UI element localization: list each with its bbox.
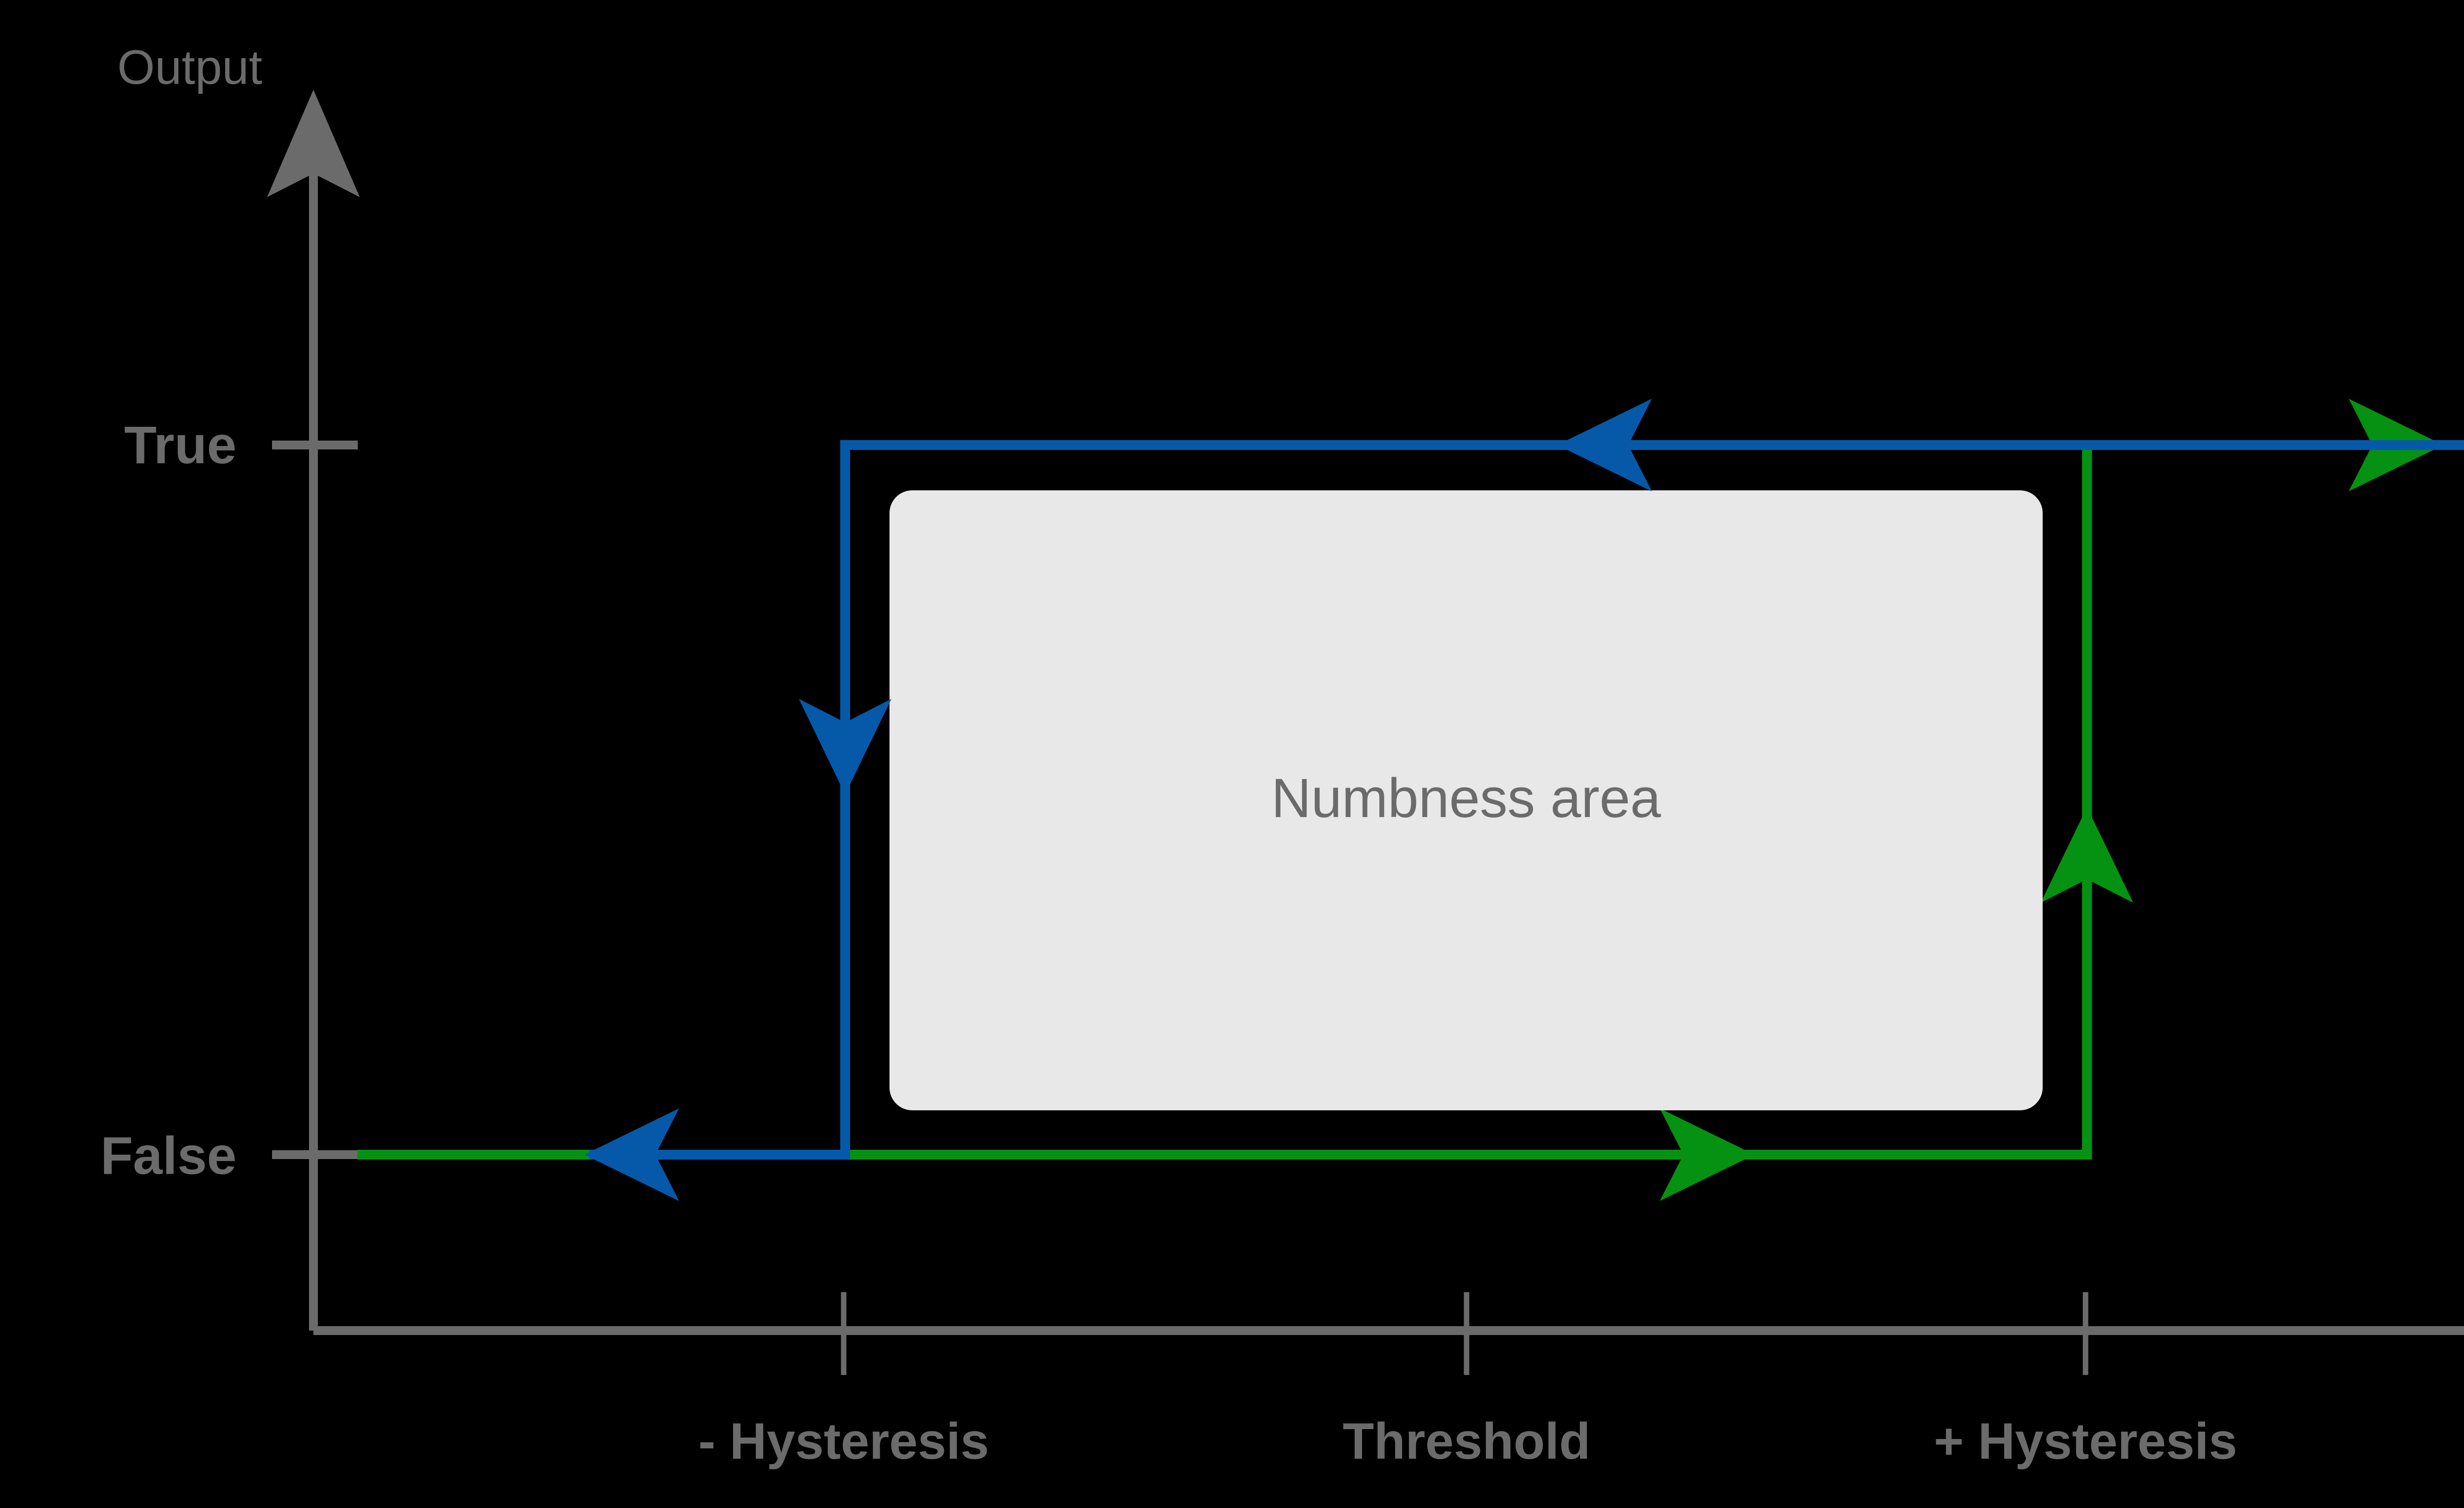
y-tick-label-false: False (101, 1126, 237, 1185)
y-axis-label: Output (117, 40, 262, 94)
falling-arrow-down-icon (799, 699, 891, 794)
y-axis-arrow-icon (267, 90, 360, 197)
falling-input-trace (584, 399, 2464, 1201)
numbness-area-label: Numbness area (1271, 767, 1661, 829)
falling-arrow-left-low-icon (584, 1108, 679, 1201)
rising-arrow-up-icon (2041, 807, 2133, 903)
axis-group (267, 90, 2464, 1375)
numbness-area-rect (890, 490, 2043, 1110)
x-tick-label-plus-hysteresis: + Hysteresis (1934, 1413, 2237, 1470)
y-tick-label-true: True (124, 415, 237, 475)
numbness-area-box: Numbness area (890, 490, 2043, 1110)
x-tick-label-threshold: Threshold (1343, 1413, 1591, 1470)
rising-arrow-right-low-icon (1660, 1108, 1754, 1201)
x-tick-label-minus-hysteresis: - Hysteresis (698, 1413, 989, 1470)
falling-arrow-left-high-icon (1557, 399, 1652, 491)
